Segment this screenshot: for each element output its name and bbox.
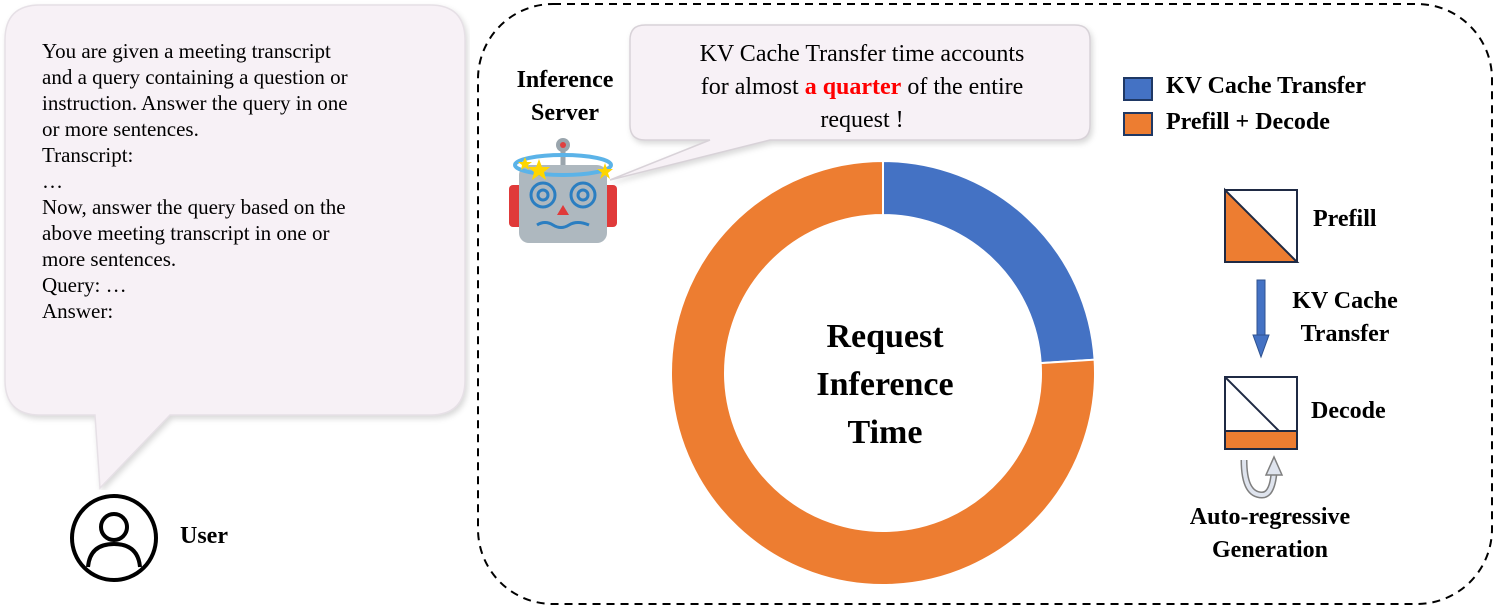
legend-swatches [1123, 77, 1153, 136]
callout-bubble [609, 24, 1091, 181]
legend-label-prefill-decode: Prefill + Decode [1166, 109, 1330, 135]
server-label: Inference Server [516, 67, 614, 126]
callout-highlight: a quarter [804, 74, 902, 100]
autoregressive-loop-icon [1240, 455, 1284, 499]
prefill-label: Prefill [1313, 206, 1377, 232]
user-icon [70, 494, 158, 582]
prompt-text: You are given a meeting transcript and a… [42, 39, 348, 323]
transfer-label: KV Cache Transfer [1292, 288, 1398, 347]
transfer-arrow [1252, 279, 1270, 359]
prefill-box [1224, 187, 1300, 263]
user-label: User [180, 523, 228, 549]
callout-text-after: of the entire request ! [820, 74, 1024, 133]
donut-slice-prefill-decode [670, 160, 1096, 586]
donut-chart [670, 160, 1096, 586]
prefill-fill [1224, 187, 1300, 263]
legend-label-kv-cache-transfer: KV Cache Transfer [1166, 73, 1366, 99]
donut-center-label: Request Inference Time [816, 318, 954, 451]
dizzy-robot-icon [509, 138, 617, 243]
legend-swatch-kv-cache-transfer [1123, 77, 1153, 101]
decode-label: Decode [1311, 398, 1386, 424]
legend-swatch-prefill-decode [1123, 112, 1153, 136]
decode-box [1224, 376, 1298, 450]
prompt-bubble [4, 4, 466, 490]
decode-fill [1224, 430, 1298, 450]
callout-text-before: KV Cache Transfer time accounts for almo… [699, 41, 1025, 100]
callout-text: KV Cache Transfer time accounts for almo… [632, 38, 1092, 137]
autoregressive-label: Auto-regressive Generation [1189, 504, 1351, 563]
pipeline-diagram [1224, 187, 1300, 499]
